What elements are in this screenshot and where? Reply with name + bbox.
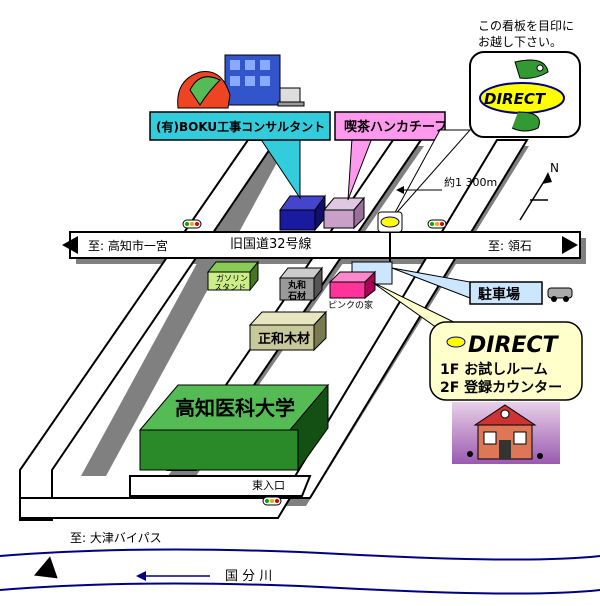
boku-callout [149,111,331,200]
gas-station [206,260,260,292]
east-gate-label: 東入口 [252,479,285,492]
university-label: 高知医科大学 [175,396,295,420]
direct-callout-line2: 2F 登録カウンター [440,379,562,396]
traffic-light-east-icon [427,219,447,229]
boku-building [279,194,326,232]
distance-label: 約1 300m [444,175,497,189]
signboard-note-line1: この看板を目印に [478,19,574,33]
direct-callout-title: DIRECT [468,333,560,358]
direction-southwest-label: 至: 大津バイパス [70,531,162,545]
road-network [19,139,586,521]
gas-label-line1: ガソリン [216,273,248,283]
traffic-light-west-icon [182,219,202,229]
traffic-light-south-icon [262,496,282,506]
schoolhouse-illustration [452,402,560,464]
north-arrow-icon [519,172,552,221]
office-building-icon [177,54,305,109]
showa-label: 正和木材 [258,331,310,347]
direct-callout [371,281,583,401]
car-icon [547,287,573,302]
east-arrow [562,236,578,254]
direct-signboard [391,51,581,219]
cafe-label: 喫茶ハンカチーフ [344,119,447,135]
parking-callout [391,267,543,305]
signboard-note-line2: お越し下さい。 [478,35,562,49]
north-label: N [550,161,559,175]
direction-east-label: 至: 領石 [488,238,532,253]
river-label: 国 分 川 [225,569,272,584]
parking-label: 駐車場 [478,286,520,303]
distance-marker [396,186,442,194]
gas-label-line2: スタンド [214,283,246,292]
boku-label: (有)BOKU工事コンサルタント [156,119,325,134]
maruwa-stone-building [278,266,324,302]
pink-house-label: ピンクの家 [328,299,373,311]
pink-house-building [328,270,377,300]
maruwa-label-line1: 丸和 [287,279,306,291]
direct-small-sign-icon [377,211,403,266]
cafe-callout [334,111,446,201]
direction-west-label: 至: 高知市一宮 [88,238,168,253]
maruwa-label-line2: 石材 [287,290,306,302]
road-name-label: 旧国道32号線 [230,236,312,252]
direct-callout-line1: 1F お試しルーム [440,361,548,378]
showa-lumber-building [248,310,328,352]
west-arrow [62,236,78,254]
direct-logo-text: DIRECT [484,90,547,108]
university-building [138,383,330,472]
southwest-arrow [33,556,58,579]
river [0,548,600,595]
cafe-building [322,196,366,230]
